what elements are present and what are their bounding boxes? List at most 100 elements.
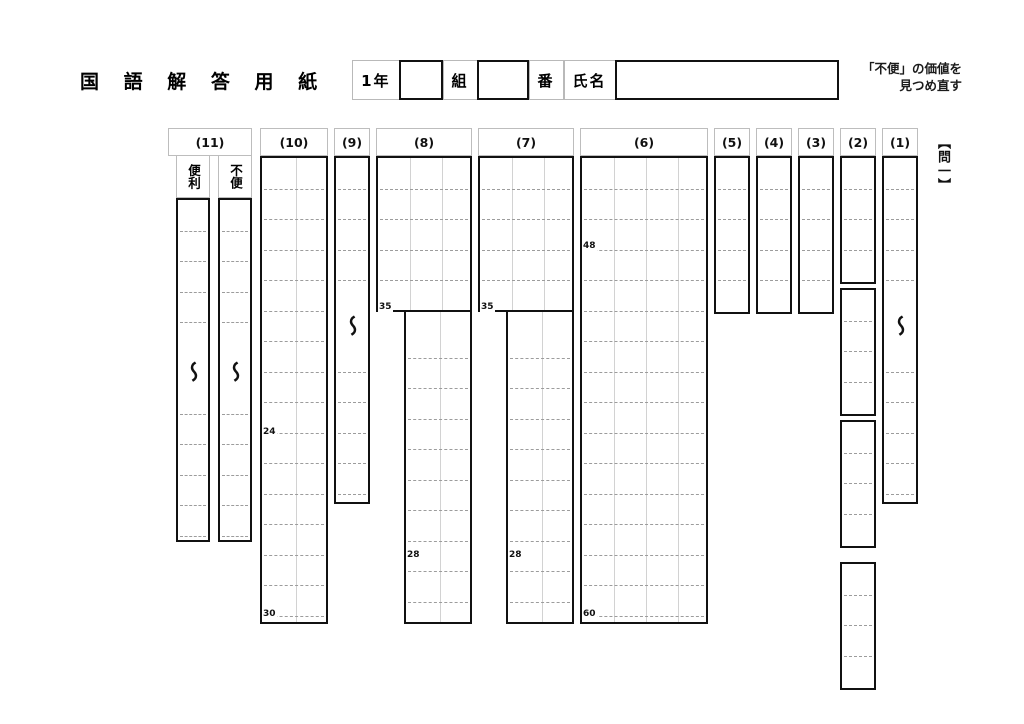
tilde-glyph-1: 〜	[884, 306, 916, 344]
count-marker-10-end: 30	[262, 609, 277, 619]
row-rule	[482, 219, 570, 220]
tilde-glyph-9: 〜	[336, 306, 368, 344]
row-rule	[408, 357, 468, 359]
class-field[interactable]	[398, 60, 443, 100]
row-rule	[510, 449, 570, 451]
answer-box-2-d[interactable]	[840, 562, 876, 690]
row-rule	[338, 402, 366, 403]
row-rule	[380, 249, 468, 251]
answer-box-3[interactable]	[798, 156, 834, 314]
passage-title: 「不便」の価値を 見つめ直す	[822, 60, 962, 94]
row-rule	[264, 585, 324, 586]
tilde-text: 〜	[181, 360, 206, 382]
count-marker-6-mid: 48	[582, 241, 597, 251]
number-label: 番	[528, 60, 564, 100]
row-rule	[180, 291, 206, 293]
row-rule	[264, 371, 324, 373]
row-rule	[760, 188, 788, 190]
row-rule	[844, 452, 872, 454]
answer-box-2-a[interactable]	[840, 156, 876, 284]
answer-box-4[interactable]	[756, 156, 792, 314]
count-marker-8-end: 28	[406, 550, 421, 560]
row-rule	[338, 463, 366, 464]
row-rule	[510, 571, 570, 573]
row-rule	[886, 371, 914, 373]
row-rule	[584, 371, 704, 373]
row-rule	[584, 219, 704, 220]
sublabel-inconvenient: 不便	[218, 156, 252, 198]
row-rule	[180, 474, 206, 476]
count-marker-10-mid: 24	[262, 427, 277, 437]
row-rule	[584, 249, 704, 251]
row-rule	[844, 381, 872, 383]
row-rule	[264, 615, 324, 617]
row-rule	[718, 249, 746, 251]
answer-box-10[interactable]	[260, 156, 328, 624]
row-rule	[180, 413, 206, 415]
row-rule	[760, 249, 788, 251]
row-rule	[584, 280, 704, 281]
question-caption-10: (10)	[260, 128, 328, 156]
row-rule	[222, 230, 248, 232]
row-rule	[264, 280, 324, 281]
row-rule	[584, 585, 704, 586]
row-rule	[844, 219, 872, 220]
question-caption-2: (2)	[840, 128, 876, 156]
question-caption-3: (3)	[798, 128, 834, 156]
row-rule	[180, 261, 206, 262]
row-rule	[886, 402, 914, 403]
passage-title-line-1: 「不便」の価値を	[861, 61, 962, 76]
row-rule	[180, 535, 206, 537]
row-rule	[844, 351, 872, 352]
row-rule	[844, 320, 872, 322]
row-rule	[264, 463, 324, 464]
row-rule	[408, 449, 468, 451]
row-rule	[802, 219, 830, 220]
name-field[interactable]	[614, 60, 839, 100]
question-caption-4: (4)	[756, 128, 792, 156]
row-rule	[510, 540, 570, 542]
count-marker-8-step: 35	[378, 302, 393, 312]
row-rule	[510, 388, 570, 390]
row-rule	[380, 188, 468, 190]
question-caption-9: (9)	[334, 128, 370, 156]
answer-box-6[interactable]	[580, 156, 708, 624]
row-rule	[264, 219, 324, 220]
row-rule	[338, 432, 366, 434]
answer-box-7-lower[interactable]	[506, 310, 574, 624]
row-rule	[264, 524, 324, 525]
number-field[interactable]	[476, 60, 529, 100]
answer-box-2-c[interactable]	[840, 420, 876, 548]
answer-box-8-lower[interactable]	[404, 310, 472, 624]
question-group-label: 【問一】	[935, 136, 950, 192]
column-separator	[544, 158, 545, 310]
row-rule	[886, 280, 914, 281]
column-separator	[410, 158, 411, 310]
row-rule	[510, 418, 570, 420]
row-rule	[264, 188, 324, 190]
count-marker-7-step: 35	[480, 302, 495, 312]
question-caption-7: (7)	[478, 128, 574, 156]
row-rule	[760, 280, 788, 281]
answer-box-8-upper[interactable]	[376, 156, 472, 312]
row-rule	[886, 219, 914, 220]
row-rule	[584, 432, 704, 434]
answer-box-5[interactable]	[714, 156, 750, 314]
column-separator	[614, 158, 615, 622]
column-separator	[542, 312, 543, 622]
row-rule	[844, 625, 872, 626]
row-rule	[802, 280, 830, 281]
row-rule	[380, 280, 468, 281]
row-rule	[338, 249, 366, 251]
row-rule	[264, 432, 324, 434]
row-rule	[510, 479, 570, 481]
row-rule	[408, 418, 468, 420]
column-separator	[440, 312, 441, 622]
row-rule	[264, 310, 324, 312]
row-rule	[886, 493, 914, 495]
answer-box-2-b[interactable]	[840, 288, 876, 416]
answer-box-7-upper[interactable]	[478, 156, 574, 312]
row-rule	[180, 322, 206, 323]
count-marker-6-end: 60	[582, 609, 597, 619]
row-rule	[408, 601, 468, 603]
